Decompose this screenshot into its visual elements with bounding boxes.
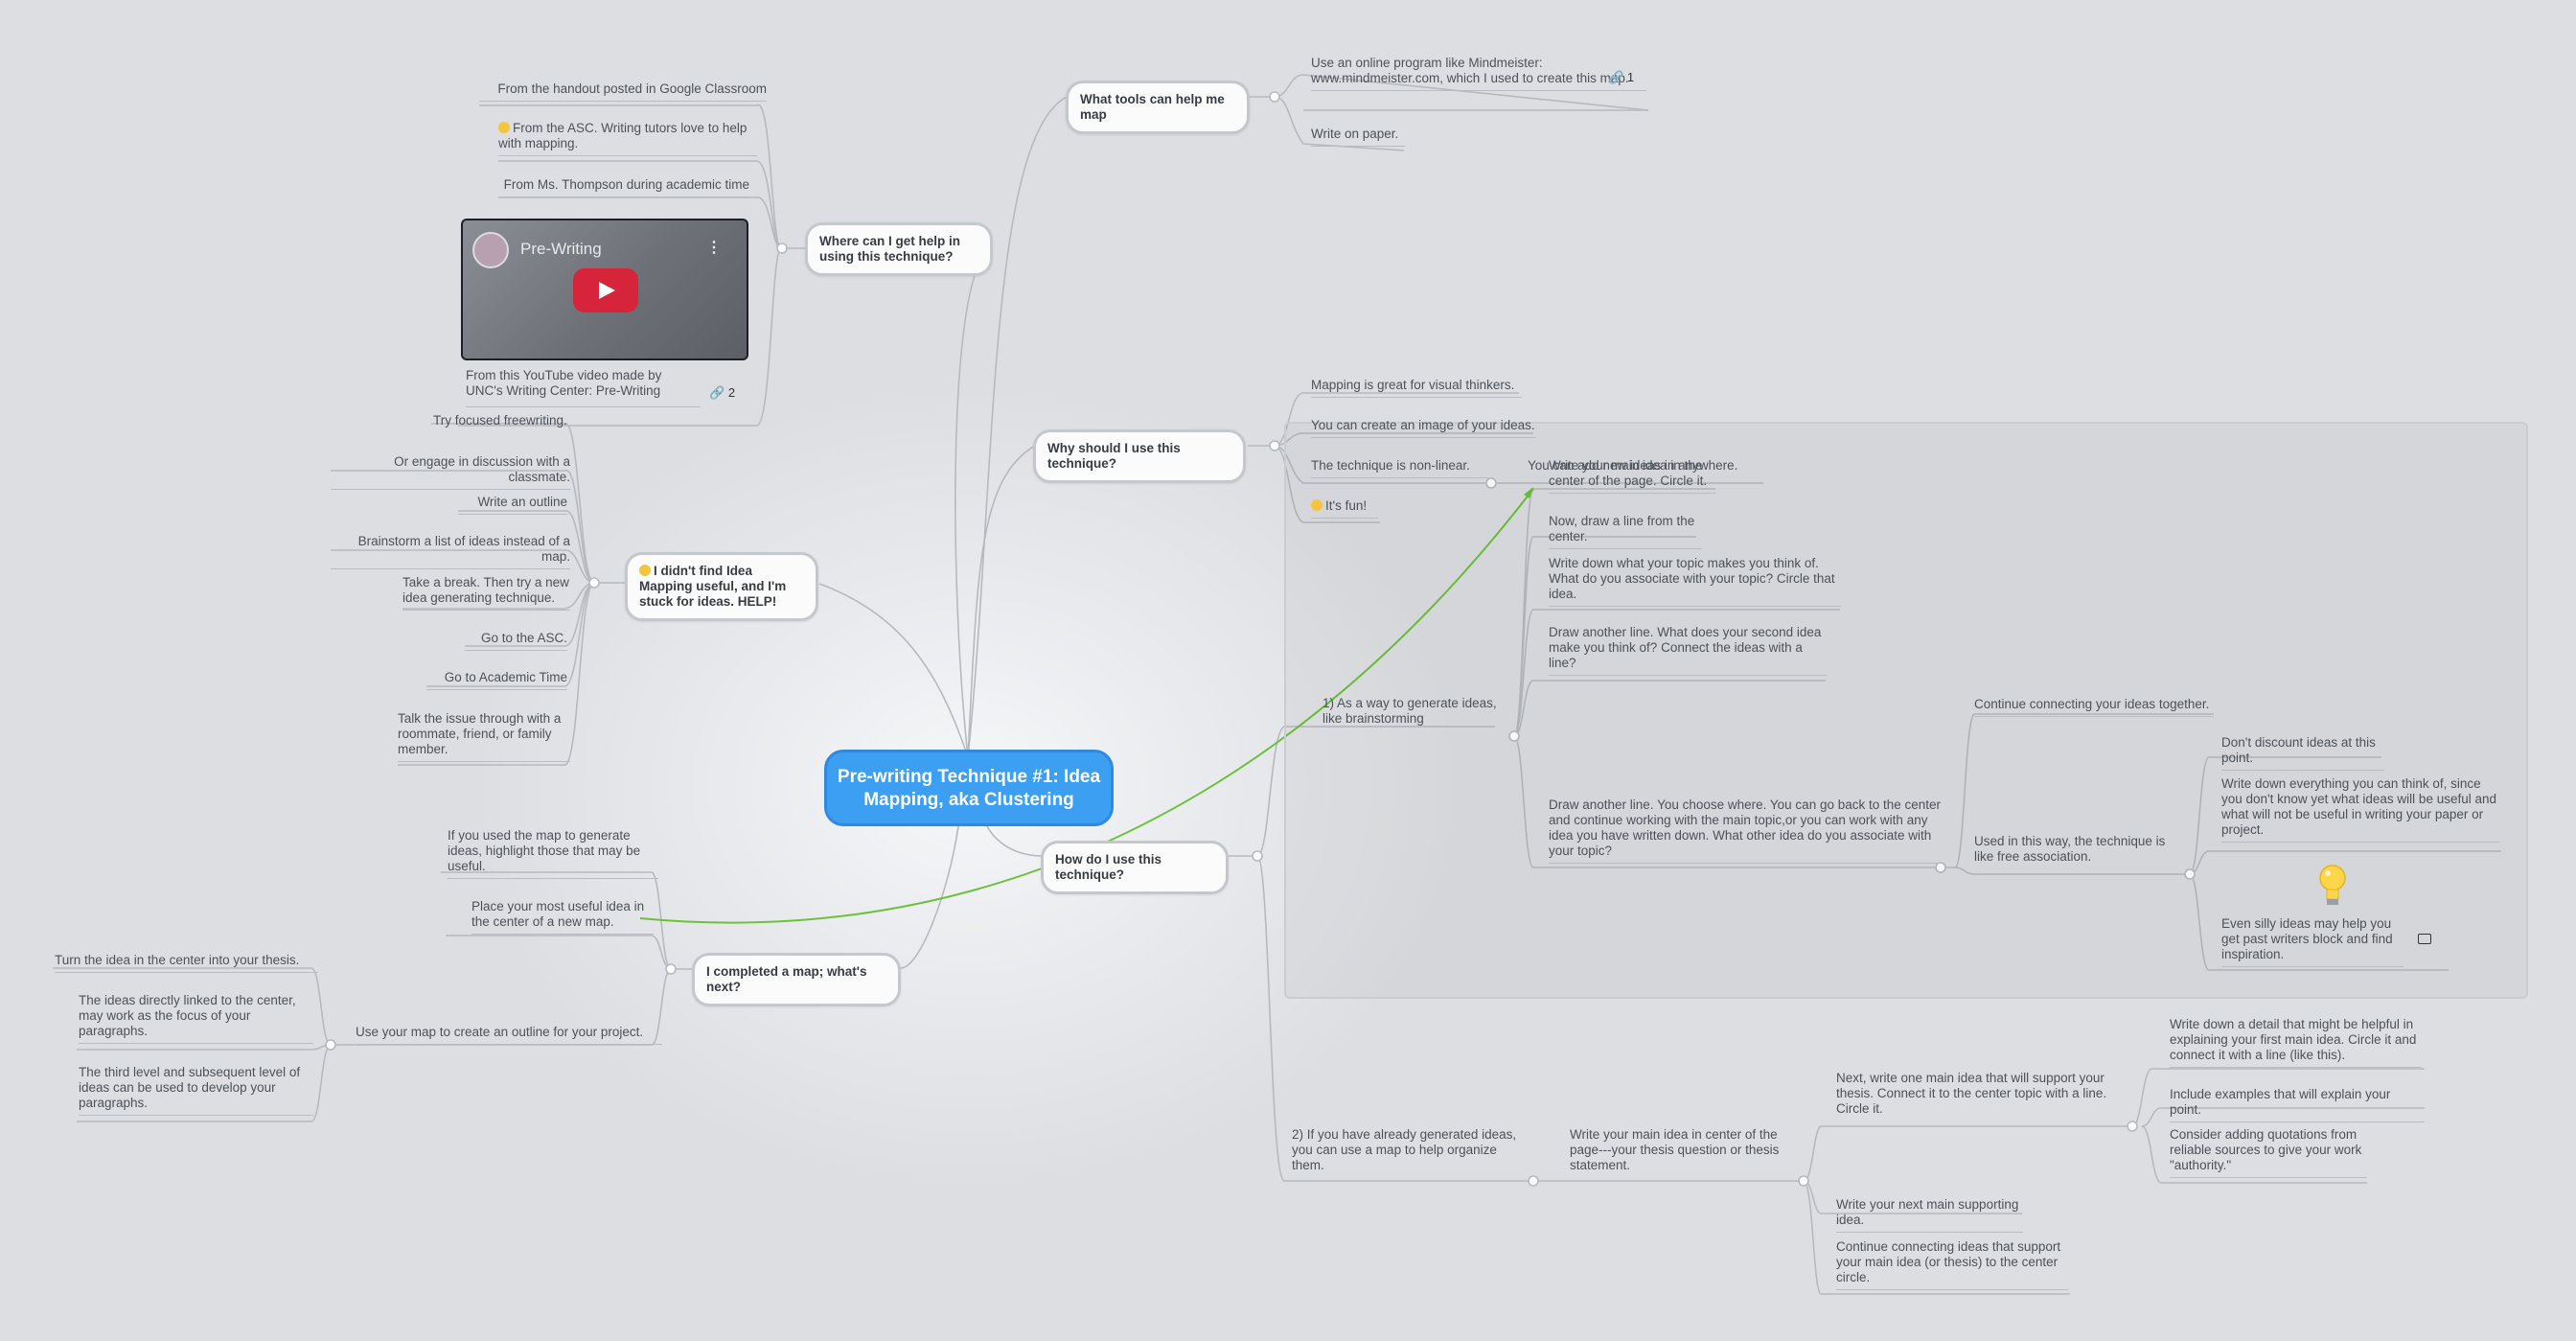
help-handout[interactable]: From the handout posted in Google Classr… — [479, 81, 767, 102]
step-you-choose[interactable]: Draw another line. You choose where. You… — [1549, 798, 1942, 864]
why-fun-text: It's fun! — [1325, 498, 1368, 513]
how-brainstorm[interactable]: 1) As a way to generate ideas, like brai… — [1322, 696, 1497, 726]
branch-next[interactable]: I completed a map; what's next? — [692, 953, 901, 1006]
organize-continue[interactable]: Continue connecting ideas that support y… — [1836, 1239, 2068, 1290]
continue-connecting[interactable]: Continue connecting your ideas together. — [1974, 697, 2214, 717]
link-count-2: 2 — [727, 385, 736, 400]
channel-avatar — [472, 232, 509, 268]
stuck-go-asc[interactable]: Go to the ASC. — [465, 631, 567, 651]
fa-silly-ideas[interactable]: Even silly ideas may help you get past w… — [2221, 916, 2404, 967]
branch-why[interactable]: Why should I use this technique? — [1033, 429, 1246, 483]
help-asc-text: From the ASC. Writing tutors love to hel… — [498, 121, 748, 150]
outline-thesis[interactable]: Turn the idea in the center into your th… — [55, 953, 318, 973]
organize-main-idea[interactable]: Write your main idea in center of the pa… — [1570, 1127, 1780, 1172]
branch-tools[interactable]: What tools can help me map — [1066, 81, 1250, 134]
help-youtube[interactable]: From this YouTube video made by UNC's Wr… — [466, 368, 701, 407]
branch-stuck[interactable]: I didn't find Idea Mapping useful, and I… — [625, 552, 818, 621]
branch-stuck-text: I didn't find Idea Mapping useful, and I… — [639, 564, 787, 609]
stuck-take-break[interactable]: Take a break. Then try a new idea genera… — [402, 575, 570, 611]
tools-paper[interactable]: Write on paper. — [1311, 127, 1405, 147]
stuck-talk[interactable]: Talk the issue through with a roommate, … — [398, 711, 570, 762]
why-image[interactable]: You can create an image of your ideas. — [1311, 418, 1536, 438]
image-icon[interactable] — [2418, 934, 2431, 944]
how-organize[interactable]: 2) If you have already generated ideas, … — [1292, 1127, 1517, 1172]
step-draw-another[interactable]: Draw another line. What does your second… — [1549, 625, 1827, 676]
next-highlight[interactable]: If you used the map to generate ideas, h… — [448, 828, 658, 879]
why-visual[interactable]: Mapping is great for visual thinkers. — [1311, 378, 1522, 398]
tools-online-program[interactable]: Use an online program like Mindmeister: … — [1311, 56, 1646, 91]
tools-online-text: Use an online program like Mindmeister: … — [1311, 56, 1629, 85]
link-icon-2[interactable]: 🔗 2 — [709, 385, 736, 400]
detail-write-down[interactable]: Write down a detail that might be helpfu… — [2170, 1017, 2421, 1068]
detail-examples[interactable]: Include examples that will explain your … — [2170, 1087, 2425, 1122]
youtube-video-thumbnail[interactable]: Pre-Writing ⋮ — [461, 219, 748, 360]
organize-next-main[interactable]: Next, write one main idea that will supp… — [1836, 1071, 2107, 1116]
link-count: 1 — [1626, 70, 1635, 84]
branch-help[interactable]: Where can I get help in using this techn… — [805, 222, 993, 276]
play-button-icon[interactable] — [573, 268, 638, 312]
stuck-freewriting[interactable]: Try focused freewriting. — [433, 413, 567, 428]
stuck-outline[interactable]: Write an outline — [458, 495, 567, 515]
fa-dont-discount[interactable]: Don't discount ideas at this point. — [2221, 735, 2384, 771]
outline-third-level[interactable]: The third level and subsequent level of … — [79, 1065, 313, 1116]
link-icon[interactable]: 🔗 1 — [1608, 70, 1635, 84]
smiley-icon-3 — [639, 565, 651, 576]
smiley-icon-2 — [1311, 499, 1322, 511]
stuck-discussion[interactable]: Or engage in discussion with a classmate… — [331, 454, 570, 490]
help-thompson[interactable]: From Ms. Thompson during academic time — [498, 177, 749, 197]
branch-how[interactable]: How do I use this technique? — [1041, 841, 1229, 894]
video-title: Pre-Writing — [520, 240, 602, 258]
outline-paragraph-focus[interactable]: The ideas directly linked to the center,… — [79, 993, 313, 1044]
step-main-idea[interactable]: Write your main idea in the center of th… — [1549, 458, 1716, 494]
help-asc[interactable]: From the ASC. Writing tutors love to hel… — [498, 121, 757, 156]
step-draw-line[interactable]: Now, draw a line from the center. — [1549, 514, 1702, 549]
fa-write-everything[interactable]: Write down everything you can think of, … — [2221, 776, 2499, 843]
brainstorm-boundary — [1284, 422, 2528, 999]
why-add-anywhere[interactable]: You can add new ideas in anywhere. — [1528, 458, 1738, 473]
step-write-down[interactable]: Write down what your topic makes you thi… — [1549, 556, 1841, 607]
why-fun[interactable]: It's fun! — [1311, 498, 1378, 519]
free-association[interactable]: Used in this way, the technique is like … — [1974, 834, 2166, 864]
central-topic[interactable]: Pre-writing Technique #1: Idea Mapping, … — [824, 750, 1114, 826]
detail-quotations[interactable]: Consider adding quotations from reliable… — [2170, 1127, 2366, 1178]
more-options-icon[interactable]: ⋮ — [706, 240, 722, 256]
smiley-icon — [498, 122, 510, 133]
next-create-outline[interactable]: Use your map to create an outline for yo… — [356, 1025, 662, 1045]
stuck-academic-time[interactable]: Go to Academic Time — [426, 670, 567, 690]
organize-next-supporting[interactable]: Write your next main supporting idea. — [1836, 1197, 2023, 1233]
why-nonlinear[interactable]: The technique is non-linear. — [1311, 458, 1488, 478]
lightbulb-icon — [2319, 865, 2346, 905]
stuck-brainstorm-list[interactable]: Brainstorm a list of ideas instead of a … — [331, 534, 570, 569]
next-place-idea[interactable]: Place your most useful idea in the cente… — [472, 899, 654, 935]
